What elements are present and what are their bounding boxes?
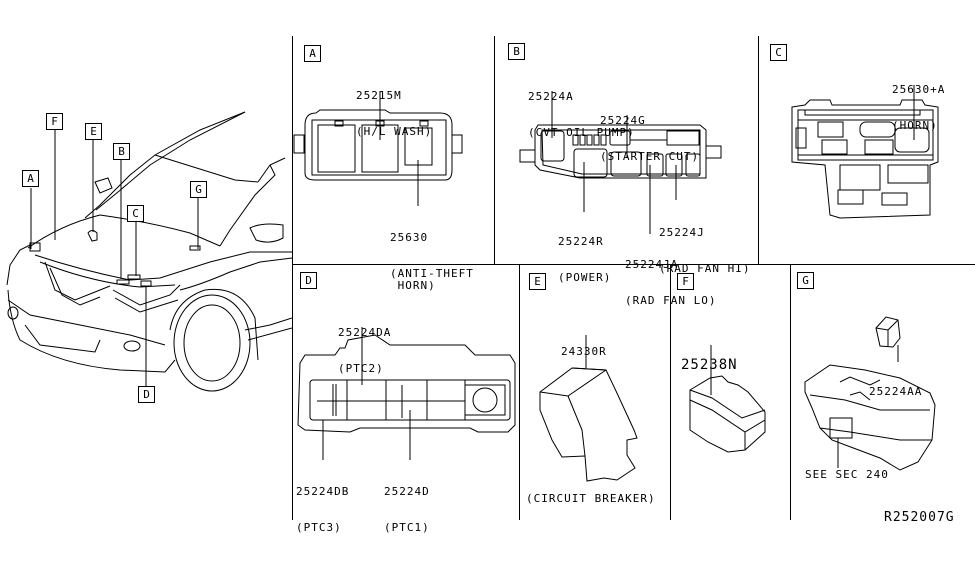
grid-line — [292, 36, 293, 520]
part-description: (POWER) — [558, 271, 612, 284]
grid-line — [494, 36, 495, 264]
part-description: (PTC1) — [384, 521, 430, 534]
part-number: 25224JA — [625, 258, 679, 271]
part-25224da[interactable]: 25224DA (PTC2) — [338, 303, 391, 399]
part-description: (H/L WASH) — [356, 125, 433, 138]
grid-line — [519, 264, 520, 520]
part-25215m[interactable]: 25215M (H/L WASH) — [356, 66, 432, 162]
part-number: 25224A — [528, 90, 574, 103]
part-25224ja[interactable]: 25224JA (RAD FAN LO) — [625, 235, 716, 331]
part-25224db[interactable]: 25224DB (PTC3) — [296, 462, 349, 558]
part-description: (HORN) — [892, 119, 938, 132]
part-25224a[interactable]: 25224A (CVT OIL PUMP) — [528, 67, 635, 163]
part-description: (PTC3) — [296, 521, 342, 534]
part-number: 25630 — [390, 231, 429, 244]
callout-d[interactable]: D — [138, 386, 155, 403]
callout-f[interactable]: F — [46, 113, 63, 130]
callout-c[interactable]: C — [127, 205, 144, 222]
part-24330r[interactable]: 24330R — [561, 322, 607, 382]
panel-e-label: E — [529, 273, 546, 290]
part-25630-a[interactable]: 25630+A (HORN) — [892, 60, 945, 156]
part-description: (RAD FAN LO) — [625, 294, 717, 307]
callout-b[interactable]: B — [113, 143, 130, 160]
panel-a-label: A — [304, 45, 321, 62]
part-description: (RAD FAN HI) — [659, 262, 751, 275]
callout-a[interactable]: A — [22, 170, 39, 187]
callout-g[interactable]: G — [190, 181, 207, 198]
grid-line — [790, 264, 791, 520]
part-description: (STARTER CUT) — [600, 150, 700, 163]
panel-g-label: G — [797, 272, 814, 289]
part-number: 25224DA — [338, 326, 392, 339]
part-24330r-description: (CIRCUIT BREAKER) — [526, 492, 656, 505]
part-25224d[interactable]: 25224D (PTC1) — [384, 462, 430, 558]
panel-f-label: F — [677, 273, 694, 290]
panel-b-label: B — [508, 43, 525, 60]
part-number: 25224AA — [869, 385, 923, 398]
part-number: 25224G — [600, 114, 646, 127]
panel-c-label: C — [770, 44, 787, 61]
diagram-code: R252007G — [884, 510, 955, 525]
grid-line — [670, 264, 671, 520]
see-sec-240-link[interactable]: SEE SEC 240 — [805, 468, 889, 481]
part-25224g[interactable]: 25224G (STARTER CUT) — [600, 91, 699, 187]
part-25224j[interactable]: 25224J (RAD FAN HI) — [659, 203, 750, 299]
part-number: 25630+A — [892, 83, 946, 96]
grid-line — [758, 36, 759, 264]
part-number: 25224DB — [296, 485, 350, 498]
part-number: 25215M — [356, 89, 402, 102]
part-number: 24330R — [561, 345, 607, 358]
part-description: (ANTI-THEFT HORN) — [390, 267, 474, 292]
grid-line — [292, 264, 975, 265]
part-description: (CVT OIL PUMP) — [528, 126, 635, 139]
part-25630[interactable]: 25630 (ANTI-THEFT HORN) — [390, 208, 474, 316]
part-number: 25224J — [659, 226, 705, 239]
callout-e[interactable]: E — [85, 123, 102, 140]
vehicle-drawing — [6, 111, 292, 392]
part-description: (PTC2) — [338, 362, 384, 375]
part-25224r[interactable]: 25224R (POWER) — [558, 212, 611, 308]
part-25224aa[interactable]: 25224AA — [869, 362, 922, 422]
part-25238n[interactable]: 25238N — [681, 328, 738, 403]
part-number: 25224D — [384, 485, 430, 498]
part-number: 25238N — [681, 357, 738, 373]
panel-d-label: D — [300, 272, 317, 289]
part-number: 25224R — [558, 235, 604, 248]
